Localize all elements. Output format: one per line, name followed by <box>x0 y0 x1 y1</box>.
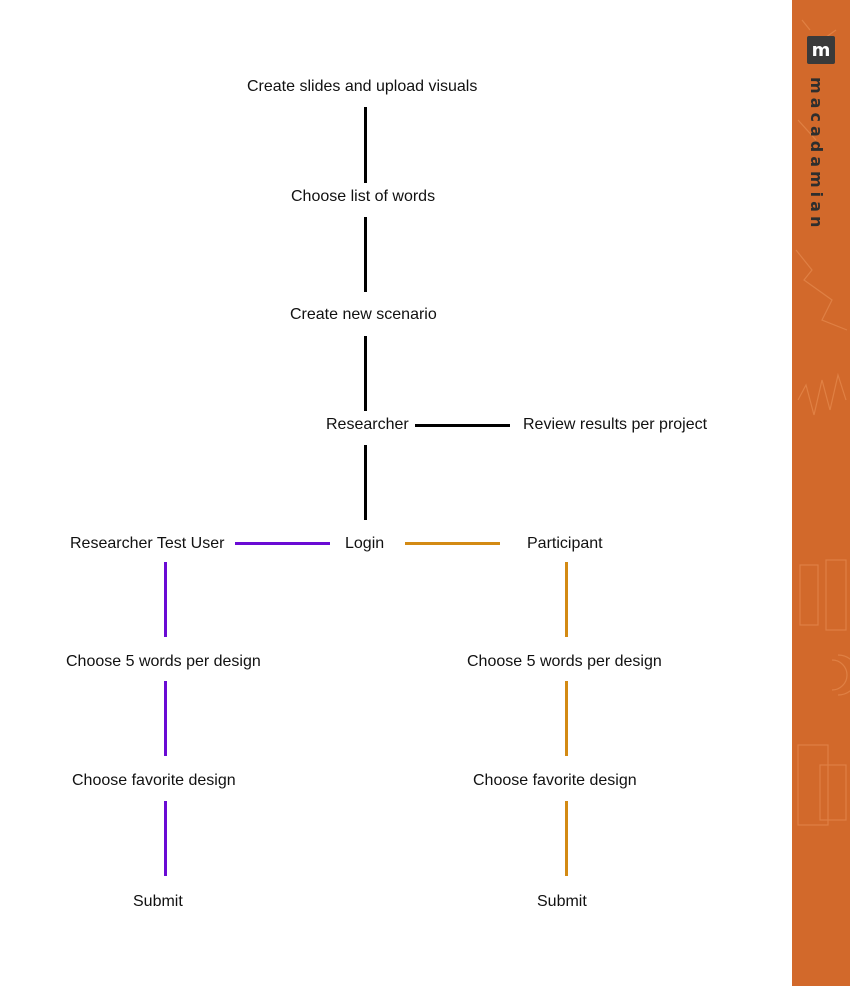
node-researcher-test-user: Researcher Test User <box>70 535 225 552</box>
node-login: Login <box>345 535 385 552</box>
connector-left-favorite-to-submit <box>164 801 167 876</box>
connector-left-words-to-favorite <box>164 681 167 756</box>
node-left-submit: Submit <box>133 893 183 910</box>
connector-list-to-scenario <box>364 217 367 292</box>
connector-researcher-to-review <box>415 424 510 427</box>
node-left-choose-favorite: Choose favorite design <box>72 772 236 789</box>
brand-side-panel: m macadamian <box>792 0 850 986</box>
node-create-slides: Create slides and upload visuals <box>247 78 478 95</box>
connector-scenario-to-researcher <box>364 336 367 411</box>
connector-test-user-to-words <box>164 562 167 637</box>
node-right-choose-words: Choose 5 words per design <box>467 653 662 670</box>
connector-right-favorite-to-submit <box>565 801 568 876</box>
node-participant: Participant <box>527 535 603 552</box>
node-left-choose-words: Choose 5 words per design <box>66 653 261 670</box>
brand-name: macadamian <box>807 77 826 232</box>
connector-participant-to-words <box>565 562 568 637</box>
node-choose-list: Choose list of words <box>291 188 436 205</box>
connector-login-to-participant <box>405 542 500 545</box>
node-right-submit: Submit <box>537 893 587 910</box>
node-right-choose-favorite: Choose favorite design <box>473 772 637 789</box>
connector-slides-to-list <box>364 107 367 183</box>
connector-test-user-to-login <box>235 542 330 545</box>
node-create-scenario: Create new scenario <box>290 306 437 323</box>
connector-right-words-to-favorite <box>565 681 568 756</box>
node-review-results: Review results per project <box>523 416 708 433</box>
brand-logo-icon: m <box>807 36 835 64</box>
connector-researcher-to-login <box>364 445 367 520</box>
node-researcher: Researcher <box>326 416 409 433</box>
